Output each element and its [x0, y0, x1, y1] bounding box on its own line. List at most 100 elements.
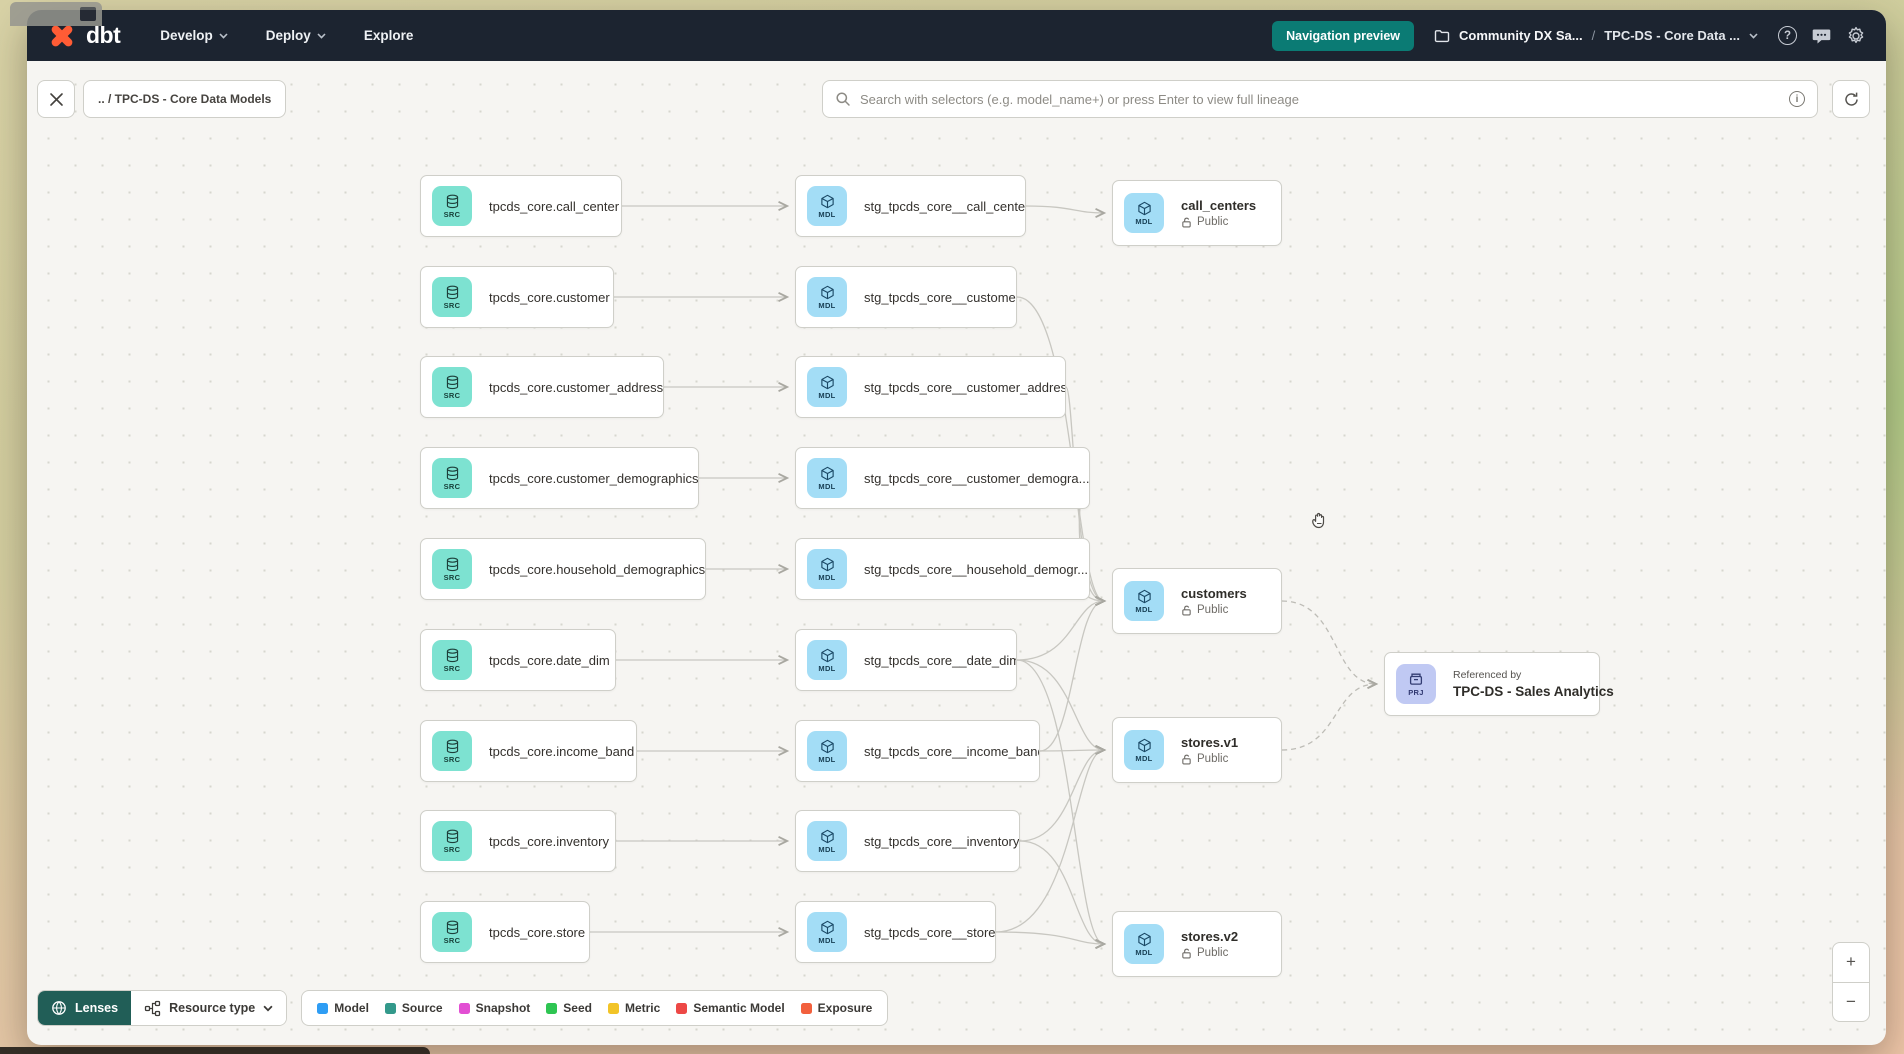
legend-item-3: Seed — [546, 1001, 592, 1015]
source-badge: SRC — [432, 640, 472, 680]
source-badge: SRC — [432, 731, 472, 771]
source-badge: SRC — [432, 821, 472, 861]
legend-item-1: Source — [384, 1001, 443, 1015]
menu-explore[interactable]: Explore — [363, 28, 414, 43]
model-badge: MDL — [807, 912, 847, 952]
cube-icon — [1137, 738, 1151, 752]
cube-icon — [820, 829, 834, 843]
cube-icon — [820, 194, 834, 208]
close-icon — [49, 92, 63, 106]
lineage-search: i — [822, 80, 1818, 118]
node-project-reference[interactable]: PRJ Referenced by TPC-DS - Sales Analyti… — [1384, 652, 1614, 716]
help-icon[interactable]: ? — [1778, 26, 1797, 45]
model-badge: MDL — [807, 821, 847, 861]
zoom-out-button[interactable]: − — [1846, 991, 1856, 1011]
breadcrumb-project[interactable]: Community DX Sa... — [1459, 28, 1583, 43]
project-name: TPC-DS - Sales Analytics — [1453, 684, 1614, 699]
legend-item-5: Semantic Model — [676, 1001, 785, 1015]
lineage-breadcrumb-chip[interactable]: .. / TPC-DS - Core Data Models — [83, 80, 287, 118]
source-badge: SRC — [432, 367, 472, 407]
lock-open-icon — [1182, 605, 1191, 615]
grab-cursor — [1308, 510, 1332, 539]
dbt-logo[interactable]: dbt — [47, 21, 121, 51]
search-input[interactable] — [860, 91, 1780, 107]
zoom-in-button[interactable]: + — [1833, 943, 1869, 983]
window-thumbnail-icon — [80, 7, 96, 21]
legend-item-2: Snapshot — [458, 1001, 530, 1015]
legend-item-6: Exposure — [800, 1001, 872, 1015]
project-badge: PRJ — [1396, 664, 1436, 704]
lineage-edges — [590, 201, 1379, 949]
source-badge: SRC — [432, 458, 472, 498]
model-badge: MDL — [807, 458, 847, 498]
legend-swatch — [676, 1002, 688, 1014]
breadcrumb-page[interactable]: TPC-DS - Core Data ... — [1604, 28, 1740, 43]
legend-swatch — [546, 1002, 558, 1014]
legend-swatch — [317, 1002, 329, 1014]
lenses-control: Lenses Resource type — [37, 990, 288, 1026]
cube-icon — [820, 466, 834, 480]
resource-type-selector[interactable]: Resource type — [131, 991, 287, 1025]
resource-type-icon — [144, 1000, 161, 1016]
settings-gear-icon[interactable] — [1846, 26, 1866, 46]
source-badge: SRC — [432, 549, 472, 589]
menu-develop[interactable]: Develop — [160, 28, 228, 43]
database-icon — [446, 557, 458, 571]
chevron-down-icon[interactable] — [1749, 32, 1758, 39]
zoom-controls: + − — [1832, 942, 1870, 1022]
cube-icon — [820, 739, 834, 753]
cube-icon — [1137, 201, 1151, 215]
database-icon — [446, 194, 458, 208]
lenses-button[interactable]: Lenses — [38, 991, 132, 1025]
model-badge: MDL — [1124, 581, 1164, 621]
navigation-preview-button[interactable]: Navigation preview — [1272, 20, 1415, 51]
menu-deploy[interactable]: Deploy — [266, 28, 326, 43]
database-icon — [446, 466, 458, 480]
model-badge: MDL — [807, 640, 847, 680]
database-icon — [446, 829, 458, 843]
database-icon — [446, 375, 458, 389]
cube-icon — [1137, 589, 1151, 603]
legend-swatch — [458, 1002, 470, 1014]
archive-icon — [1409, 673, 1423, 685]
access-badge: Public — [1181, 947, 1238, 959]
access-badge: Public — [1181, 753, 1238, 765]
legend-item-4: Metric — [607, 1001, 660, 1015]
close-lineage-button[interactable] — [37, 80, 75, 118]
database-icon — [446, 739, 458, 753]
database-icon — [446, 920, 458, 934]
search-icon — [836, 92, 850, 106]
lock-open-icon — [1182, 948, 1191, 958]
feedback-icon[interactable] — [1812, 27, 1831, 45]
refresh-lineage-button[interactable] — [1832, 80, 1870, 118]
dbt-logo-text: dbt — [86, 22, 121, 48]
browser-tab-artifact — [10, 2, 102, 26]
model-badge: MDL — [807, 731, 847, 771]
legend-swatch — [800, 1002, 812, 1014]
info-icon[interactable]: i — [1789, 91, 1805, 107]
